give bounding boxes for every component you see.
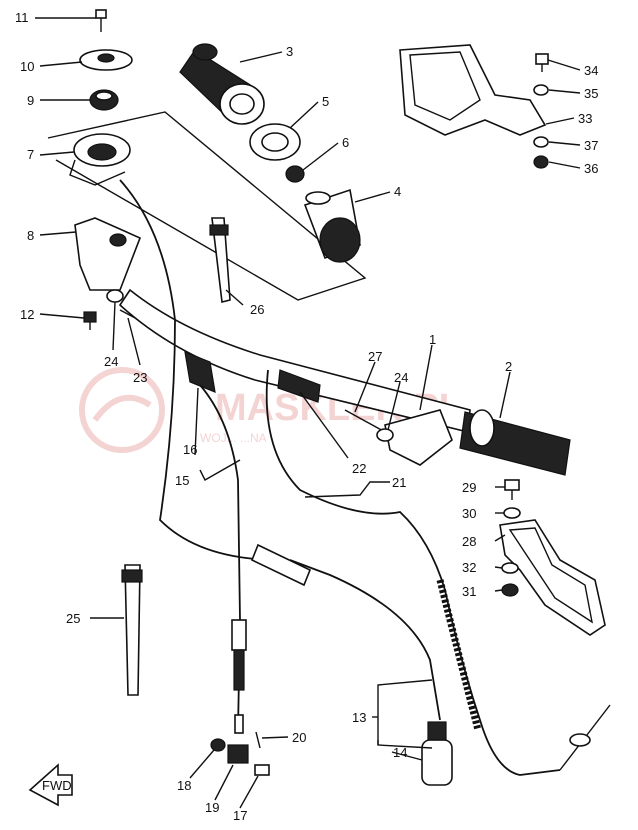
cable-sleeve xyxy=(436,579,482,731)
washer-5 xyxy=(249,123,301,161)
gear-9 xyxy=(89,89,119,111)
label-34: 34 xyxy=(584,63,598,78)
label-16: 16 xyxy=(183,442,197,457)
nut-36 xyxy=(533,155,549,169)
watermark-tagline: WOJ... ...NA xyxy=(200,431,267,445)
label-13: 13 xyxy=(352,710,366,725)
watermark-logo-swoosh-icon xyxy=(92,394,152,422)
label-35: 35 xyxy=(584,86,598,101)
nut-31 xyxy=(501,583,519,597)
watermark-logo-icon xyxy=(79,367,165,453)
washer-30 xyxy=(503,507,521,519)
label-23: 23 xyxy=(133,370,147,385)
cable-end-15 xyxy=(231,619,247,734)
label-20: 20 xyxy=(292,730,306,745)
label-24b: 24 xyxy=(394,370,408,385)
label-21: 21 xyxy=(392,475,406,490)
cable-21 xyxy=(265,369,561,776)
cable-end-14 xyxy=(421,721,453,786)
lever-guard-28 xyxy=(499,519,606,636)
fwd-arrow-icon: FWD xyxy=(28,763,73,807)
label-25: 25 xyxy=(66,611,80,626)
cable-13 xyxy=(289,559,441,721)
label-12: 12 xyxy=(20,307,34,322)
grip-2 xyxy=(459,409,571,476)
leader-lines xyxy=(35,17,581,809)
label-8: 8 xyxy=(27,228,34,243)
label-37: 37 xyxy=(584,138,598,153)
fwd-label: FWD xyxy=(42,778,72,793)
label-30: 30 xyxy=(462,506,476,521)
clutch-perch-22 xyxy=(384,409,453,466)
label-14: 14 xyxy=(393,745,407,760)
washer-35 xyxy=(533,84,549,96)
throttle-cable-15 xyxy=(199,384,241,731)
label-9: 9 xyxy=(27,93,34,108)
bolt-17 xyxy=(254,764,270,776)
label-32: 32 xyxy=(462,560,476,575)
label-7: 7 xyxy=(27,147,34,162)
bolt-34 xyxy=(535,53,549,72)
label-2: 2 xyxy=(505,359,512,374)
nut-18 xyxy=(210,738,226,752)
label-18: 18 xyxy=(177,778,191,793)
cap-10 xyxy=(79,49,133,71)
throttle-housing-7 xyxy=(69,133,131,186)
label-10: 10 xyxy=(20,59,34,74)
screw-11 xyxy=(95,9,107,32)
label-19: 19 xyxy=(205,800,219,815)
spring-24b xyxy=(376,428,394,442)
cable-end-right xyxy=(559,704,611,771)
bracket-8 xyxy=(74,217,142,291)
label-15: 15 xyxy=(175,473,189,488)
label-24a: 24 xyxy=(104,354,118,369)
label-27: 27 xyxy=(368,349,382,364)
label-6: 6 xyxy=(342,135,349,150)
label-5: 5 xyxy=(322,94,329,109)
label-28: 28 xyxy=(462,534,476,549)
washer-32 xyxy=(501,562,519,574)
spring-24a xyxy=(106,289,124,303)
throttle-tube-4 xyxy=(303,188,361,263)
label-11: 11 xyxy=(15,10,29,25)
cable-fitting-mid xyxy=(250,543,312,587)
block-19 xyxy=(227,744,249,764)
label-1: 1 xyxy=(429,332,436,347)
throttle-cable-upper xyxy=(119,179,281,561)
cable-tie-25 xyxy=(121,564,143,696)
label-29: 29 xyxy=(462,480,476,495)
label-4: 4 xyxy=(394,184,401,199)
label-22: 22 xyxy=(352,461,366,476)
label-36: 36 xyxy=(584,161,598,176)
bolt-12 xyxy=(83,311,97,330)
cable-adjuster-16 xyxy=(184,351,216,393)
cable-adjuster-22 xyxy=(277,369,321,403)
label-17: 17 xyxy=(233,808,247,823)
label-26: 26 xyxy=(250,302,264,317)
callout-labels: 11 10 9 7 8 12 24 23 3 5 6 4 26 34 35 33… xyxy=(15,10,598,823)
label-3: 3 xyxy=(286,44,293,59)
pin-20 xyxy=(255,731,261,749)
strap-26 xyxy=(209,217,231,303)
label-31: 31 xyxy=(462,584,476,599)
grip-3 xyxy=(179,43,265,125)
nut-6 xyxy=(285,165,305,183)
bolt-29 xyxy=(504,479,520,500)
label-33: 33 xyxy=(578,111,592,126)
spring-27 xyxy=(344,409,386,433)
washer-37 xyxy=(533,136,549,148)
hand-guard-33 xyxy=(399,44,547,136)
